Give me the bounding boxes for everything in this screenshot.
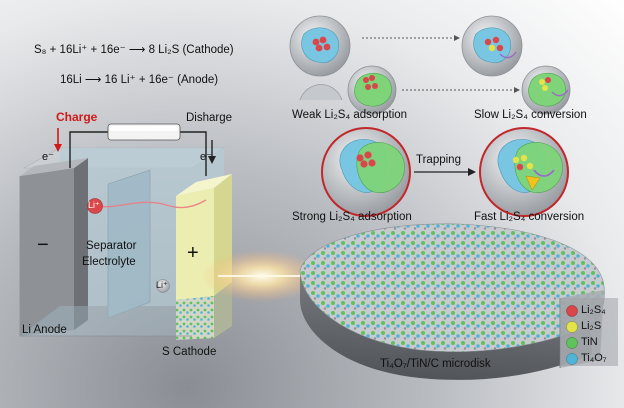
legend-box [560,298,618,366]
electron-left-label: e⁻ [42,151,54,163]
fast-conversion-label: Fast Li₂S₄ conversion [474,211,585,223]
legend-swatch-li2s4 [566,305,578,317]
fast-conversion-panel [479,127,569,217]
legend-label-li2s4: Li₂S₄ [581,304,606,316]
electron-right-label: e⁻ [200,151,212,163]
battery-cell [19,147,322,340]
weak-adsorption-label: Weak Li₂S₄ adsorption [292,109,408,121]
strong-adsorption-label: Strong Li₂S₄ adsorption [292,211,412,223]
legend-label-tin: TiN [581,336,598,348]
separator-label: Separator [86,240,137,252]
legend-swatch-ti4o7 [566,353,578,365]
electrolyte-label: Electrolyte [82,256,136,268]
slow-conversion-label: Slow Li₂S₄ conversion [474,109,587,121]
li-ion-label-red: Li⁺ [88,200,100,210]
li-ion-label-gray: Li⁺ [156,280,168,290]
legend-label-li2s: Li₂S [581,320,602,332]
cathode-porous-layer [176,296,214,340]
microdisk-label: Ti₄O₇/TiN/C microdisk [380,358,491,370]
strong-adsorption-panel [321,127,411,217]
trapping-arrow [414,168,476,176]
legend-swatch-tin [566,337,578,349]
cathode-equation: S₈ + 16Li⁺ + 16e⁻ ⟶ 8 Li₂S (Cathode) [34,44,234,56]
li-anode-label: Li Anode [22,324,67,336]
trapping-label: Trapping [416,154,461,166]
plus-sign: + [187,242,199,264]
legend-label-ti4o7: Ti₄O₇ [581,352,607,364]
discharge-label: Disharge [186,112,233,124]
microdisk [299,223,605,380]
dashed-arrows [362,35,520,93]
s-cathode-label: S Cathode [162,346,217,358]
li-anode-slab [20,168,74,336]
slow-conversion-panel [461,15,571,115]
li-ion-sphere-gray [156,279,170,293]
separator-sheet [107,169,151,319]
weak-adsorption-panel [289,15,397,115]
anode-equation: 16Li ⟶ 16 Li⁺ + 16e⁻ (Anode) [60,74,219,86]
external-circuit [54,123,216,176]
legend-swatch-li2s [566,321,578,333]
charge-label: Charge [56,110,98,124]
li-ion-sphere-red [87,198,103,214]
minus-sign: − [37,234,49,256]
